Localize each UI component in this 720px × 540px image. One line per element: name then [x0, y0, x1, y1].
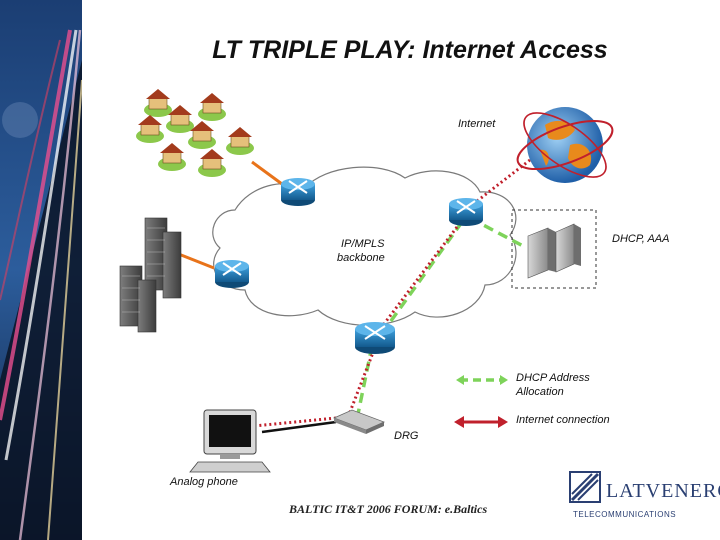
office-buildings — [119, 217, 182, 333]
logo-name: LATVENERGO — [606, 480, 720, 502]
server-group-box — [511, 209, 597, 289]
legend-dhcp-line — [456, 375, 508, 385]
backbone-cloud — [212, 166, 517, 326]
dhcp-path — [356, 216, 526, 415]
legend-dhcp-label-line2: Allocation — [516, 386, 564, 398]
server-icon — [527, 223, 581, 279]
highway-photo — [0, 0, 82, 540]
backbone-label-line2: backbone — [337, 252, 385, 264]
page-title: LT TRIPLE PLAY: Internet Access — [212, 36, 608, 64]
logo-subtitle: TELECOMMUNICATIONS — [573, 510, 677, 519]
orange-links — [175, 160, 283, 270]
drg-device-icon — [332, 409, 386, 434]
dhcp-aaa-label: DHCP, AAA — [612, 233, 670, 245]
router-icon — [215, 260, 249, 288]
drg-label: DRG — [394, 430, 419, 442]
legend-dhcp-label-line1: DHCP Address — [516, 372, 590, 384]
internet-path — [253, 158, 531, 428]
internet-globe-icon — [516, 107, 614, 183]
computer-icon — [189, 409, 271, 473]
analog-phone-label: Analog phone — [170, 476, 238, 488]
internet-label: Internet — [458, 118, 496, 130]
backbone-label-line1: IP/MPLS — [341, 238, 385, 250]
footer-text: BALTIC IT&T 2006 FORUM: e.Baltics — [289, 502, 488, 516]
phone-line — [261, 420, 337, 434]
latvenergo-logo-icon — [569, 471, 601, 503]
legend-internet-line — [454, 416, 508, 428]
router-icon — [281, 178, 315, 206]
residential-houses — [136, 89, 254, 177]
router-icon — [449, 198, 483, 226]
legend-internet-label: Internet connection — [516, 414, 610, 426]
router-icon — [355, 322, 395, 354]
